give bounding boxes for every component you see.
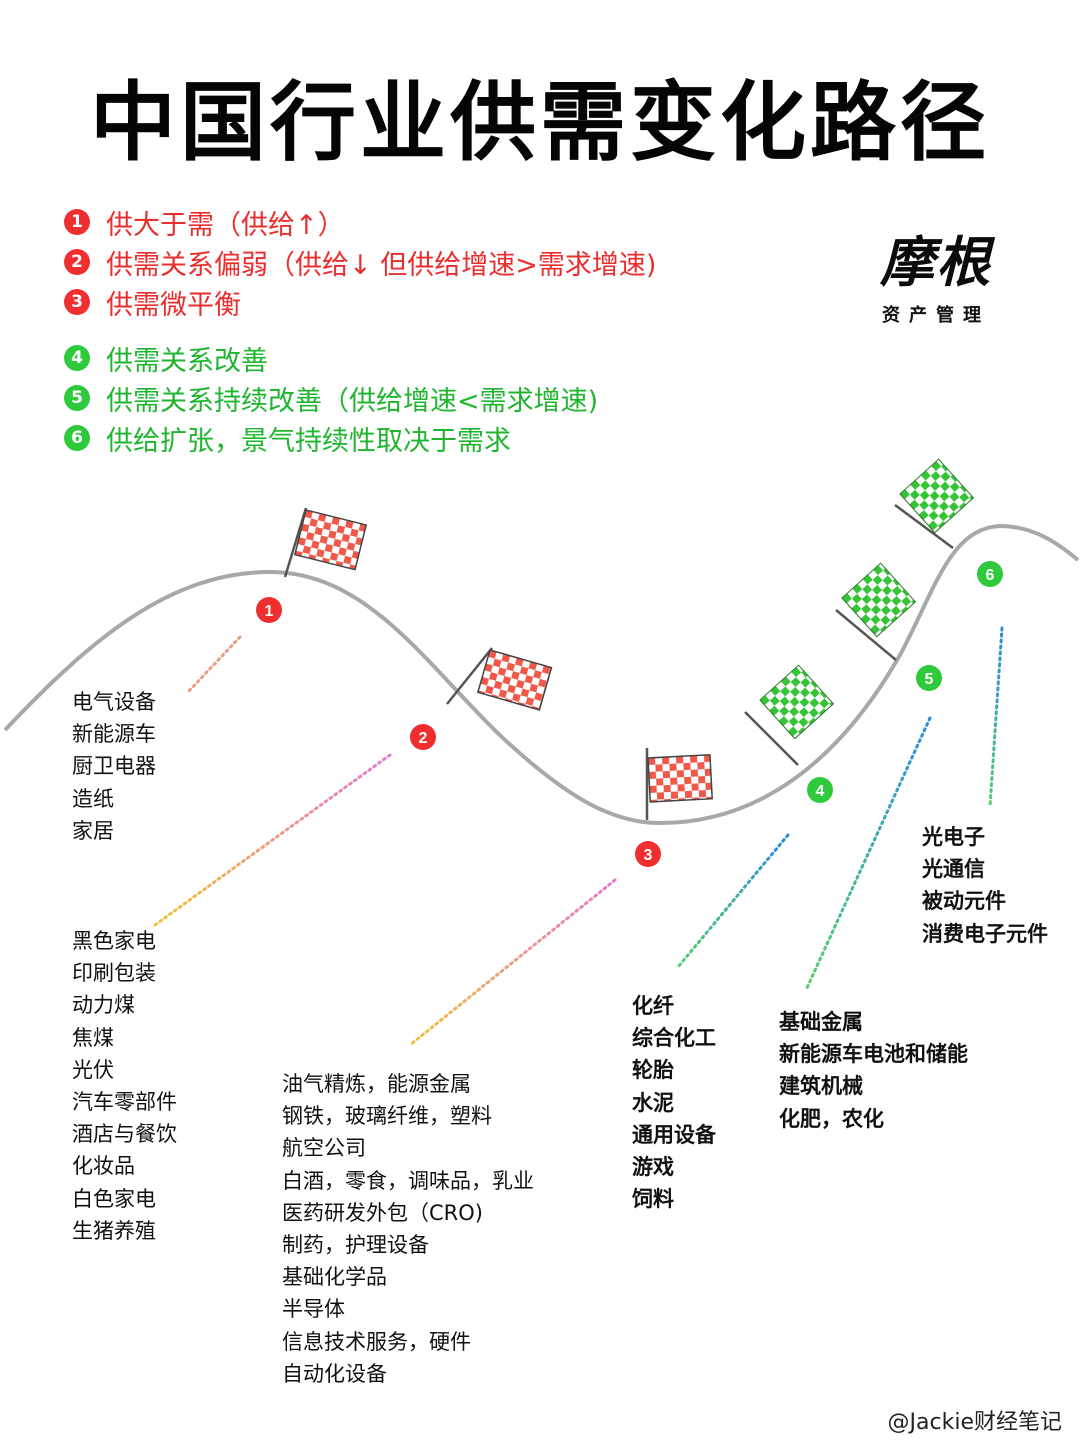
legend-text: 供需关系持续改善（供给增速<需求增速) bbox=[106, 385, 599, 417]
curve-line bbox=[3, 523, 1080, 826]
list-item: 信息技术服务，硬件 bbox=[282, 1329, 471, 1354]
list-item: 半导体 bbox=[282, 1297, 345, 1322]
author-credit: @Jackie财经笔记 bbox=[887, 1410, 1062, 1435]
legend-text: 供给扩张，景气持续性取决于需求 bbox=[106, 425, 511, 457]
industry-list-6: 光电子 光通信 被动元件 消费电子元件 bbox=[922, 821, 1048, 950]
industry-list-2: 黑色家电 印刷包装 动力煤 焦煤 光伏 汽车零部件 酒店与餐饮 化妆品 白色家电… bbox=[72, 925, 177, 1247]
industry-list-1: 电气设备 新能源车 厨卫电器 造纸 家居 bbox=[72, 686, 156, 847]
list-item: 航空公司 bbox=[282, 1136, 366, 1161]
brand-logo: 摩根 资产管理 bbox=[870, 218, 1002, 327]
number-badge: 5 bbox=[64, 385, 90, 411]
logo-sub: 资产管理 bbox=[882, 305, 990, 326]
connector-1 bbox=[186, 635, 242, 694]
list-item: 游戏 bbox=[632, 1155, 674, 1180]
number-badge: 6 bbox=[64, 425, 90, 451]
connector-3 bbox=[408, 878, 617, 1047]
list-item: 建筑机械 bbox=[779, 1074, 863, 1099]
list-item: 化妆品 bbox=[72, 1154, 135, 1179]
list-item: 钢铁，玻璃纤维，塑料 bbox=[282, 1104, 492, 1129]
marker-2-label: 2 bbox=[419, 730, 428, 747]
list-item: 通用设备 bbox=[632, 1122, 716, 1147]
flag-4-icon bbox=[744, 664, 835, 766]
legend-green: 4 供需关系改善 5 供需关系持续改善（供给增速<需求增速) 6 供给扩张，景气… bbox=[64, 338, 598, 458]
legend-item-5: 5 供需关系持续改善（供给增速<需求增速) bbox=[64, 378, 598, 418]
list-item: 印刷包装 bbox=[72, 961, 156, 986]
legend-text: 供需微平衡 bbox=[106, 289, 241, 321]
legend-item-2: 2 供需关系偏弱（供给↓ 但供给增速>需求增速) bbox=[64, 242, 656, 282]
marker-3: 3 bbox=[635, 841, 661, 867]
list-item: 自动化设备 bbox=[282, 1361, 387, 1386]
list-item: 白酒，零食，调味品，乳业 bbox=[282, 1168, 534, 1193]
list-item: 白色家电 bbox=[72, 1186, 156, 1211]
number-badge: 2 bbox=[64, 249, 90, 275]
list-item: 综合化工 bbox=[632, 1026, 716, 1051]
flag-6-icon bbox=[894, 458, 975, 550]
list-item: 制药，护理设备 bbox=[282, 1233, 429, 1258]
marker-4-label: 4 bbox=[816, 783, 825, 800]
industry-list-4: 化纤 综合化工 轮胎 水泥 通用设备 游戏 饲料 bbox=[632, 990, 716, 1215]
list-item: 动力煤 bbox=[72, 993, 135, 1018]
legend-text: 供需关系偏弱（供给↓ 但供给增速>需求增速) bbox=[106, 249, 657, 281]
list-item: 被动元件 bbox=[922, 889, 1006, 914]
list-item: 焦煤 bbox=[72, 1025, 114, 1050]
flag-1-icon bbox=[283, 507, 368, 578]
list-item: 光通信 bbox=[922, 857, 985, 882]
flag-3-icon bbox=[645, 748, 714, 820]
list-item: 黑色家电 bbox=[72, 929, 156, 953]
list-item: 新能源车电池和储能 bbox=[779, 1042, 968, 1067]
list-item: 家居 bbox=[72, 818, 114, 843]
list-item: 酒店与餐饮 bbox=[72, 1122, 177, 1147]
marker-2: 2 bbox=[410, 724, 436, 750]
legend-item-6: 6 供给扩张，景气持续性取决于需求 bbox=[64, 418, 598, 458]
legend-item-4: 4 供需关系改善 bbox=[64, 338, 598, 378]
list-item: 轮胎 bbox=[632, 1058, 674, 1083]
legend-text: 供大于需（供给↑） bbox=[106, 209, 345, 241]
flag-2-icon bbox=[446, 647, 553, 711]
marker-6-label: 6 bbox=[986, 567, 995, 584]
page-title: 中国行业供需变化路径 bbox=[90, 73, 990, 173]
list-item: 生猪养殖 bbox=[72, 1218, 156, 1243]
list-item: 医药研发外包（CRO) bbox=[282, 1200, 483, 1225]
list-item: 水泥 bbox=[632, 1090, 674, 1115]
list-item: 化纤 bbox=[632, 994, 674, 1018]
connector-6 bbox=[988, 626, 1004, 808]
industry-list-3: 油气精炼，能源金属 钢铁，玻璃纤维，塑料 航空公司 白酒，零食，调味品，乳业 医… bbox=[282, 1068, 534, 1390]
marker-4: 4 bbox=[807, 777, 833, 803]
marker-5-label: 5 bbox=[925, 671, 934, 688]
logo-main: 摩根 bbox=[880, 230, 992, 294]
list-item: 油气精炼，能源金属 bbox=[282, 1072, 471, 1096]
marker-5: 5 bbox=[916, 665, 942, 691]
list-item: 造纸 bbox=[72, 786, 114, 811]
connector-5 bbox=[804, 716, 932, 992]
connector-4 bbox=[676, 833, 790, 969]
connector-2 bbox=[153, 753, 392, 927]
list-item: 光伏 bbox=[72, 1057, 114, 1082]
legend-text: 供需关系改善 bbox=[106, 345, 268, 377]
industry-list-5: 基础金属 新能源车电池和储能 建筑机械 化肥，农化 bbox=[779, 1006, 968, 1135]
list-item: 电气设备 bbox=[72, 690, 156, 714]
list-item: 基础金属 bbox=[779, 1010, 863, 1034]
legend-item-1: 1 供大于需（供给↑） bbox=[64, 202, 656, 242]
list-item: 饲料 bbox=[632, 1187, 674, 1212]
legend-item-3: 3 供需微平衡 bbox=[64, 282, 656, 322]
list-item: 化肥，农化 bbox=[779, 1106, 884, 1131]
marker-6: 6 bbox=[977, 561, 1003, 587]
marker-1: 1 bbox=[256, 597, 282, 623]
list-item: 新能源车 bbox=[72, 722, 156, 747]
list-item: 汽车零部件 bbox=[72, 1090, 177, 1115]
flag-5-icon bbox=[835, 562, 917, 661]
marker-1-label: 1 bbox=[265, 603, 274, 620]
number-badge: 1 bbox=[64, 209, 90, 235]
list-item: 光电子 bbox=[922, 825, 985, 849]
list-item: 厨卫电器 bbox=[72, 754, 156, 779]
list-item: 消费电子元件 bbox=[922, 921, 1048, 946]
list-item: 基础化学品 bbox=[282, 1265, 387, 1290]
number-badge: 4 bbox=[64, 345, 90, 371]
legend-red: 1 供大于需（供给↑） 2 供需关系偏弱（供给↓ 但供给增速>需求增速) 3 供… bbox=[64, 202, 656, 322]
marker-3-label: 3 bbox=[644, 847, 653, 864]
number-badge: 3 bbox=[64, 289, 90, 315]
